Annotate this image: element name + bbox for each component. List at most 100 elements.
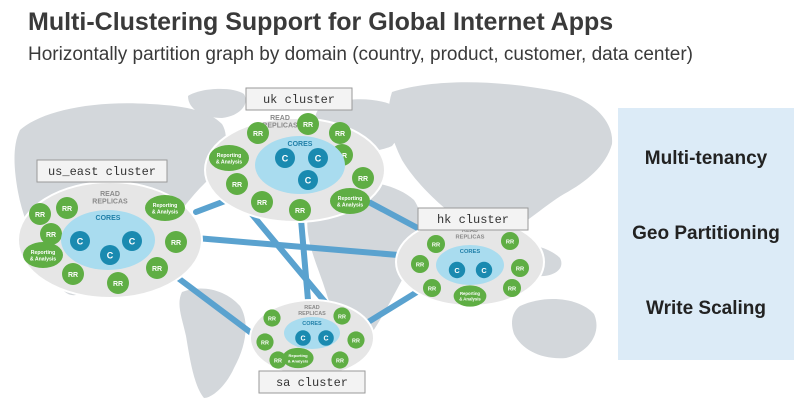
reporting-label: Reporting: [217, 153, 242, 159]
reporting-circle: [209, 145, 249, 171]
rr-node: RR: [269, 351, 287, 369]
read-replicas-label: REPLICAS: [92, 199, 128, 206]
rr-circle: [40, 223, 62, 245]
core-node: C: [475, 261, 493, 279]
reporting-circle: [23, 242, 63, 268]
read-replicas-label: REPLICAS: [262, 123, 298, 130]
cluster-label-box: [245, 87, 353, 111]
rr-circle: [289, 199, 311, 221]
rr-node: RR: [347, 331, 365, 349]
rr-node: RR: [500, 231, 520, 251]
rr-label: RR: [508, 286, 517, 292]
rr-node: RR: [165, 231, 187, 253]
reporting-node: Reporting& Analysis: [453, 285, 487, 307]
rr-label: RR: [261, 340, 269, 346]
reporting-node: Reporting& Analysis: [23, 242, 63, 268]
rr-node: RR: [62, 263, 84, 285]
reporting-label: & Analysis: [459, 297, 481, 302]
rr-circle: [29, 203, 51, 225]
rr-node: RR: [251, 191, 273, 213]
rr-label: RR: [303, 122, 313, 129]
rr-circle: [247, 122, 269, 144]
read-replicas-label: READ: [270, 115, 290, 122]
core-label: C: [481, 266, 487, 275]
rr-circle: [347, 331, 365, 349]
core-circle: [448, 261, 466, 279]
rr-node: RR: [247, 122, 269, 144]
rr-circle: [269, 351, 287, 369]
read-replicas-label: READ: [304, 305, 320, 311]
rr-node: RR: [331, 351, 349, 369]
reporting-label: & Analysis: [30, 257, 56, 263]
rr-label: RR: [338, 314, 346, 320]
reporting-label: Reporting: [31, 250, 56, 256]
core-label: C: [300, 336, 305, 343]
reporting-node: Reporting& Analysis: [209, 145, 249, 171]
rr-circle: [333, 307, 351, 325]
rr-node: RR: [40, 223, 62, 245]
core-circle: [275, 148, 295, 168]
rr-node: RR: [352, 167, 374, 189]
feature-write-scaling: Write Scaling: [645, 298, 766, 319]
rr-circle: [510, 258, 530, 278]
core-circle: [475, 261, 493, 279]
rr-circle: [56, 197, 78, 219]
reporting-node: Reporting& Analysis: [282, 347, 314, 369]
core-label: C: [323, 336, 328, 343]
rr-label: RR: [268, 316, 276, 322]
rr-node: RR: [422, 278, 442, 298]
rr-circle: [352, 167, 374, 189]
rr-node: RR: [56, 197, 78, 219]
rr-label: RR: [46, 232, 56, 239]
core-circle: [295, 330, 311, 346]
reporting-node: Reporting& Analysis: [330, 188, 370, 214]
core-node: C: [295, 330, 311, 346]
cluster-label-box: [36, 159, 168, 183]
core-node: C: [275, 148, 295, 168]
read-replicas-label: REPLICAS: [298, 311, 326, 317]
rr-label: RR: [171, 240, 181, 247]
rr-node: RR: [510, 258, 530, 278]
reporting-node: Reporting& Analysis: [145, 195, 185, 221]
core-node: C: [100, 245, 120, 265]
cluster-label-box: [417, 207, 529, 231]
rr-label: RR: [358, 176, 368, 183]
read-replicas-label: READ: [462, 228, 478, 234]
cluster-label-text: uk cluster: [263, 93, 335, 107]
reporting-label: & Analysis: [337, 203, 363, 209]
core-label: C: [282, 154, 289, 164]
clusters: READREPLICASRRRRRRRRRRRRRRRRReporting& A…: [17, 87, 545, 394]
rr-circle: [422, 278, 442, 298]
slide-title: Multi-Clustering Support for Global Inte…: [28, 8, 614, 36]
core-circle: [122, 231, 142, 251]
core-label: C: [129, 237, 136, 247]
core-node: C: [298, 170, 318, 190]
link-us-east-sa: [167, 269, 261, 341]
rr-circle: [263, 309, 281, 327]
rr-circle: [62, 263, 84, 285]
core-circle: [100, 245, 120, 265]
rr-circle: [165, 231, 187, 253]
core-node: C: [318, 330, 334, 346]
reporting-label: Reporting: [288, 353, 308, 358]
cluster-label-text: sa cluster: [276, 376, 348, 390]
rr-circle: [426, 234, 446, 254]
rr-node: RR: [29, 203, 51, 225]
rr-circle: [331, 351, 349, 369]
reporting-label: Reporting: [460, 291, 480, 296]
core-label: C: [454, 266, 460, 275]
rr-circle: [107, 272, 129, 294]
rr-node: RR: [107, 272, 129, 294]
world-map: [14, 82, 613, 398]
cores-label: CORES: [288, 141, 313, 148]
cluster-uk: READREPLICASRRRRRRRRRRRRRRRRReporting& A…: [204, 87, 386, 223]
slide-subtitle: Horizontally partition graph by domain (…: [28, 44, 693, 65]
rr-node: RR: [226, 173, 248, 195]
rr-label: RR: [295, 208, 305, 215]
rr-label: RR: [257, 200, 267, 207]
rr-label: RR: [68, 272, 78, 279]
rr-circle: [297, 113, 319, 135]
core-label: C: [315, 154, 322, 164]
